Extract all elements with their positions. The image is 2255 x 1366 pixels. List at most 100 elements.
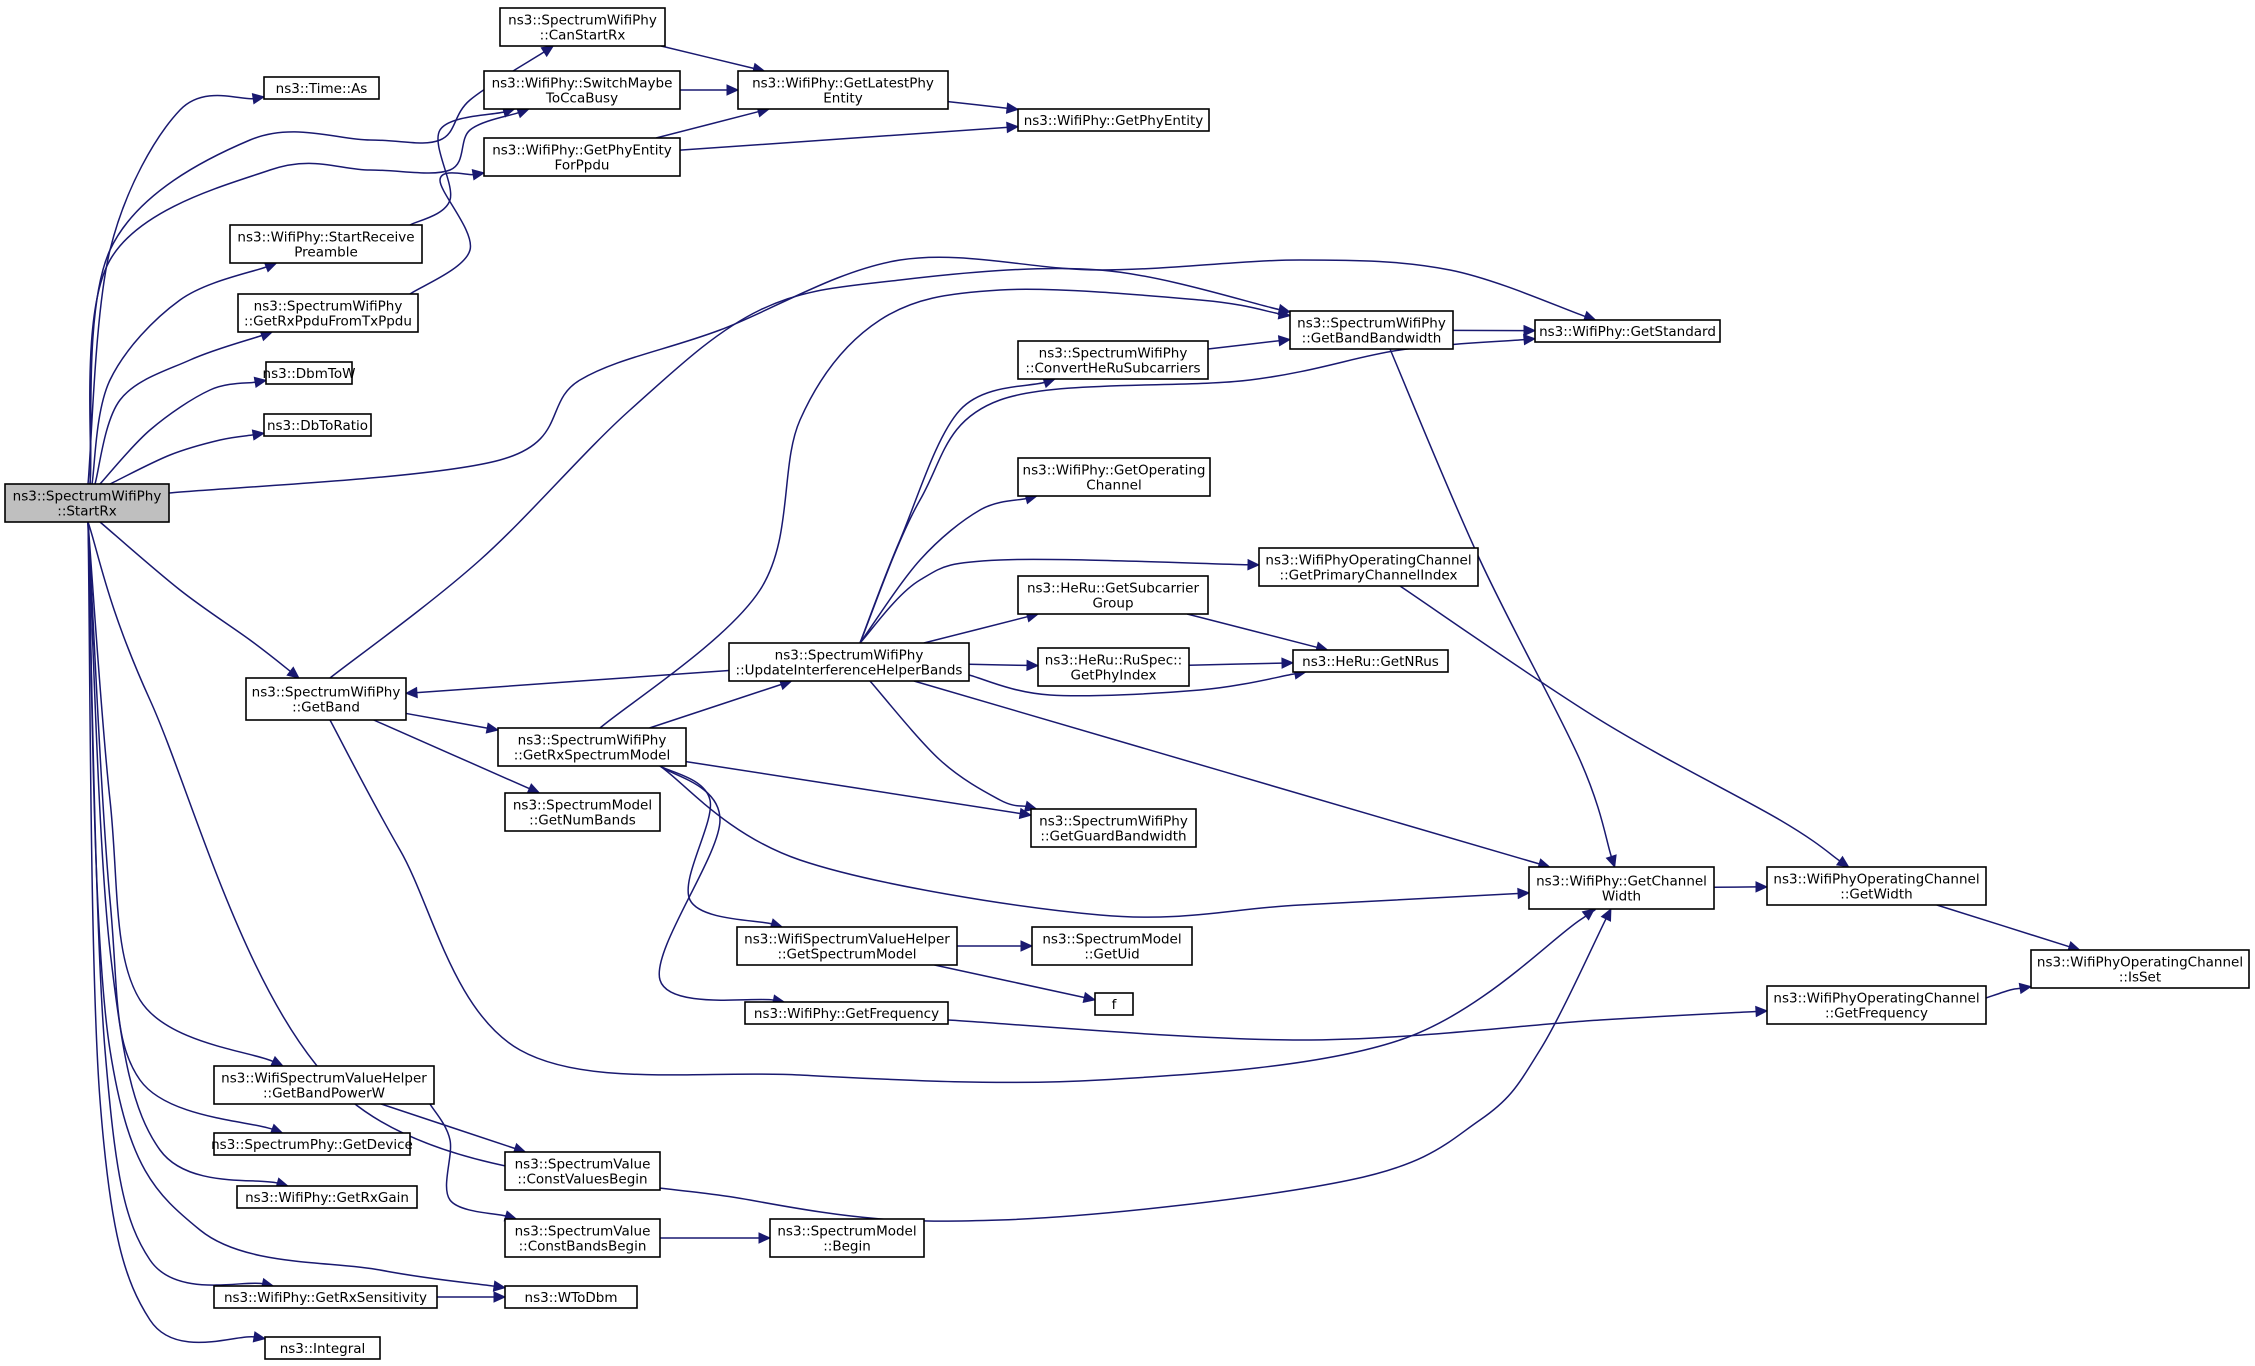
node-op-get-frequency[interactable]: ns3::WifiPhyOperatingChannel::GetFrequen… (1766, 985, 1987, 1025)
node-start-rx[interactable]: ns3::SpectrumWifiPhy::StartRx (4, 483, 170, 523)
node-get-rx-spectrum-model[interactable]: ns3::SpectrumWifiPhy::GetRxSpectrumModel (497, 727, 687, 767)
node-convert-he-ru[interactable]: ns3::SpectrumWifiPhy::ConvertHeRuSubcarr… (1017, 340, 1209, 380)
edge-GetRxPpduFromTxPpdu-to-GetPhyEntityForPpdu (409, 169, 486, 295)
edge-StartRx-to-WToDbm (87, 521, 507, 1292)
edge-GetRxSensitivity-to-WToDbm (437, 1291, 507, 1303)
node-integral[interactable]: ns3::Integral (264, 1336, 381, 1360)
node-label: ns3::WifiPhyOperatingChannel (2037, 955, 2243, 971)
node-box (483, 70, 681, 110)
edge-arrowhead (286, 666, 300, 679)
node-box (736, 926, 958, 966)
node-get-band-bandwidth[interactable]: ns3::SpectrumWifiPhy::GetBandBandwidth (1289, 310, 1454, 350)
edge-GetSubcarrierGroup-to-GetNRus (1186, 613, 1329, 653)
edge-UpdateInterference-to-RuSpecGetPhyIndex (968, 659, 1040, 672)
node-label: ns3::HeRu::RuSpec:: (1045, 653, 1182, 669)
node-update-interference[interactable]: ns3::SpectrumWifiPhy::UpdateInterference… (728, 642, 970, 682)
edge-GetLatestPhyEntity-to-GetPhyEntity (947, 100, 1020, 114)
node-box (1292, 649, 1449, 673)
node-label: ns3::SpectrumWifiPhy (508, 13, 657, 29)
node-label: ns3::WifiPhy::GetChannel (1536, 874, 1707, 890)
node-box (1017, 575, 1209, 615)
edge-GetPhyEntityForPpdu-to-GetLatestPhyEntity (655, 106, 771, 139)
node-get-primary-channel-index[interactable]: ns3::WifiPhyOperatingChannel::GetPrimary… (1258, 547, 1479, 587)
edge-arrowhead (1835, 855, 1850, 868)
edge-UpdateInterference-to-GetGuardBandwidth (869, 680, 1038, 812)
node-dbm-to-w[interactable]: ns3::DbmToW (263, 361, 356, 385)
node-get-guard-bandwidth[interactable]: ns3::SpectrumWifiPhy::GetGuardBandwidth (1030, 808, 1197, 848)
node-get-band-power-w[interactable]: ns3::WifiSpectrumValueHelper::GetBandPow… (213, 1065, 435, 1105)
node-time-as[interactable]: ns3::Time::As (263, 76, 380, 100)
node-box (1094, 992, 1134, 1016)
edge-line (87, 521, 263, 1286)
node-get-uid[interactable]: ns3::SpectrumModel::GetUid (1031, 926, 1193, 966)
node-can-start-rx[interactable]: ns3::SpectrumWifiPhy::CanStartRx (499, 7, 666, 47)
node-const-bands-begin[interactable]: ns3::SpectrumValue::ConstBandsBegin (504, 1218, 661, 1258)
edge-line (660, 45, 754, 70)
node-box (4, 483, 170, 523)
node-op-get-width[interactable]: ns3::WifiPhyOperatingChannel::GetWidth (1766, 866, 1987, 906)
edge-arrowhead (1605, 854, 1617, 869)
call-edges (87, 45, 2081, 1344)
edge-StartRx-to-DbToRatio (109, 429, 266, 485)
node-get-num-bands[interactable]: ns3::SpectrumModel::GetNumBands (504, 792, 661, 832)
edge-UpdateInterference-to-GetPrimaryChannelIndex (859, 558, 1261, 644)
edge-UpdateInterference-to-GetSubcarrierGroup (923, 611, 1040, 644)
node-get-nrus[interactable]: ns3::HeRu::GetNRus (1292, 649, 1449, 673)
edge-GetBand-to-GetRxSpectrumModel (405, 712, 500, 734)
edge-arrowhead (1517, 887, 1531, 900)
node-box (229, 224, 423, 264)
edge-line (109, 434, 254, 485)
edge-line (859, 497, 1027, 644)
node-label: ns3::SpectrumWifiPhy (13, 489, 162, 505)
node-label: Group (1092, 596, 1133, 612)
node-wto-dbm[interactable]: ns3::WToDbm (504, 1285, 638, 1309)
node-db-to-ratio[interactable]: ns3::DbToRatio (263, 413, 372, 437)
node-label: ::GetRxSpectrumModel (514, 748, 670, 764)
node-get-standard[interactable]: ns3::WifiPhy::GetStandard (1534, 319, 1721, 343)
node-label: ns3::WifiPhy::StartReceive (237, 230, 414, 246)
edge-arrowhead (1523, 333, 1537, 346)
node-label: ns3::SpectrumWifiPhy (252, 685, 401, 701)
node-wsvh-get-spectrum-model[interactable]: ns3::WifiSpectrumValueHelper::GetSpectru… (736, 926, 958, 966)
node-get-device[interactable]: ns3::SpectrumPhy::GetDevice (211, 1132, 413, 1156)
node-get-rx-ppdu-from-tx-ppdu[interactable]: ns3::SpectrumWifiPhy::GetRxPpduFromTxPpd… (237, 293, 419, 333)
node-label: ns3::WifiPhy::GetPhyEntity (492, 143, 672, 159)
edge-StartRx-to-StartReceivePreamble (91, 261, 278, 485)
node-get-rx-gain[interactable]: ns3::WifiPhy::GetRxGain (236, 1185, 418, 1209)
node-get-band[interactable]: ns3::SpectrumWifiPhy::GetBand (245, 677, 407, 721)
node-f[interactable]: f (1094, 992, 1134, 1016)
edge-arrowhead (404, 686, 418, 699)
node-label: Entity (823, 91, 862, 107)
function-nodes: ns3::SpectrumWifiPhy::StartRxns3::Spectr… (4, 7, 2250, 1360)
edge-UpdateInterference-to-GetBand (404, 669, 730, 699)
edge-line (658, 765, 774, 1001)
edge-arrowhead (485, 722, 500, 734)
node-const-values-begin[interactable]: ns3::SpectrumValue::ConstValuesBegin (504, 1151, 661, 1191)
edge-StartRx-to-GetBand (99, 521, 300, 679)
node-get-rx-sensitivity[interactable]: ns3::WifiPhy::GetRxSensitivity (213, 1285, 438, 1309)
node-is-set[interactable]: ns3::WifiPhyOperatingChannel::IsSet (2030, 949, 2250, 989)
edge-arrowhead (493, 1291, 507, 1303)
node-ru-spec-get-phy-index[interactable]: ns3::HeRu::RuSpec::GetPhyIndex (1037, 647, 1190, 687)
node-get-frequency[interactable]: ns3::WifiPhy::GetFrequency (744, 1001, 949, 1025)
node-spectrum-model-begin[interactable]: ns3::SpectrumModel::Begin (769, 1218, 925, 1258)
node-label: ::GetGuardBandwidth (1040, 829, 1186, 845)
node-label: ::GetWidth (1840, 887, 1912, 903)
edge-line (87, 521, 495, 1287)
node-get-phy-entity[interactable]: ns3::WifiPhy::GetPhyEntity (1017, 108, 1210, 132)
edge-line (968, 663, 1028, 667)
edge-GetBandBandwidth-to-GetStandard (1452, 324, 1537, 337)
node-label: ToCcaBusy (545, 91, 618, 107)
edge-arrowhead (251, 93, 266, 105)
node-label: ns3::SpectrumModel (777, 1224, 916, 1240)
edge-arrowhead (270, 1055, 284, 1067)
edge-OpGetWidth-to-IsSet (1936, 904, 2081, 953)
node-label: ns3::SpectrumWifiPhy (1039, 814, 1188, 830)
